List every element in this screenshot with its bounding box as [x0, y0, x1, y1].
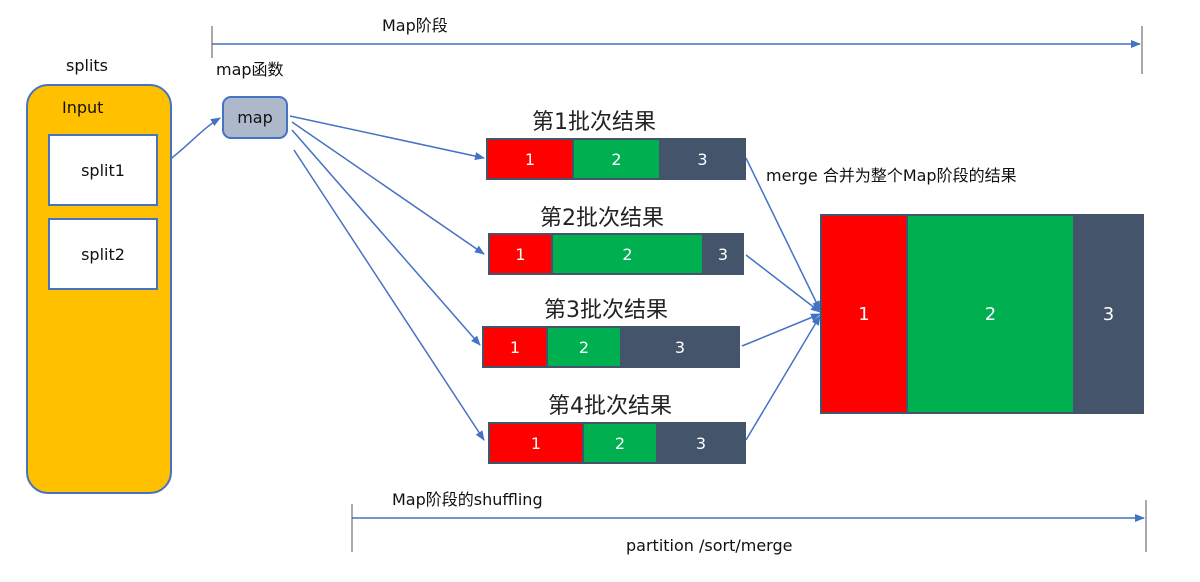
merged-segment-1: 1 — [822, 216, 908, 412]
merge-note: merge 合并为整个Map阶段的结果 — [766, 166, 1017, 185]
batch4-bar: 1 2 3 — [488, 422, 746, 464]
input-label: Input — [62, 98, 104, 117]
batch2-segment-3: 3 — [704, 235, 742, 273]
batch3-segment-2: 2 — [548, 328, 622, 366]
map-to-batch2-arrow — [291, 121, 485, 255]
batch4-segment-2: 2 — [584, 424, 658, 462]
batch3-title: 第3批次结果 — [544, 298, 668, 323]
batch2-title: 第2批次结果 — [540, 206, 664, 231]
split2-label: split2 — [81, 244, 125, 264]
split1-label: split1 — [81, 160, 125, 180]
batch3-segment-3: 3 — [622, 328, 738, 366]
batch4-segment-1: 1 — [490, 424, 584, 462]
batch4-to-merged-arrow — [745, 315, 821, 441]
partition-sort-merge-label: partition /sort/merge — [626, 536, 793, 555]
map-to-batch4-arrow — [293, 149, 485, 441]
batch1-to-merged-arrow — [745, 157, 821, 311]
map-to-batch1-arrow — [289, 115, 485, 161]
batch3-to-merged-arrow — [741, 313, 821, 347]
batch1-segment-3: 3 — [661, 140, 744, 178]
batch3-bar: 1 2 3 — [482, 326, 740, 368]
map-node: map — [222, 96, 288, 139]
merged-segment-3: 3 — [1075, 216, 1142, 412]
splits-label: splits — [66, 56, 108, 75]
merged-segment-2: 2 — [908, 216, 1075, 412]
batch2-segment-1: 1 — [490, 235, 553, 273]
batch2-segment-2: 2 — [553, 235, 704, 273]
shuffling-label: Map阶段的shuffling — [392, 490, 543, 509]
batch2-to-merged-arrow — [745, 254, 821, 313]
input-container: Input split1 split2 — [26, 84, 172, 494]
map-node-label: map — [237, 108, 273, 127]
map-function-label: map函数 — [216, 60, 284, 79]
merged-result-bar: 1 2 3 — [820, 214, 1144, 414]
batch1-segment-1: 1 — [488, 140, 574, 178]
split1-box: split1 — [48, 134, 158, 206]
batch1-bar: 1 2 3 — [486, 138, 746, 180]
batch2-bar: 1 2 3 — [488, 233, 744, 275]
map-phase-label: Map阶段 — [382, 16, 448, 35]
batch4-title: 第4批次结果 — [548, 394, 672, 419]
batch3-segment-1: 1 — [484, 328, 548, 366]
batch1-title: 第1批次结果 — [532, 110, 656, 135]
split2-box: split2 — [48, 218, 158, 290]
batch4-segment-3: 3 — [658, 424, 744, 462]
batch1-segment-2: 2 — [574, 140, 661, 178]
map-to-batch3-arrow — [291, 129, 481, 346]
